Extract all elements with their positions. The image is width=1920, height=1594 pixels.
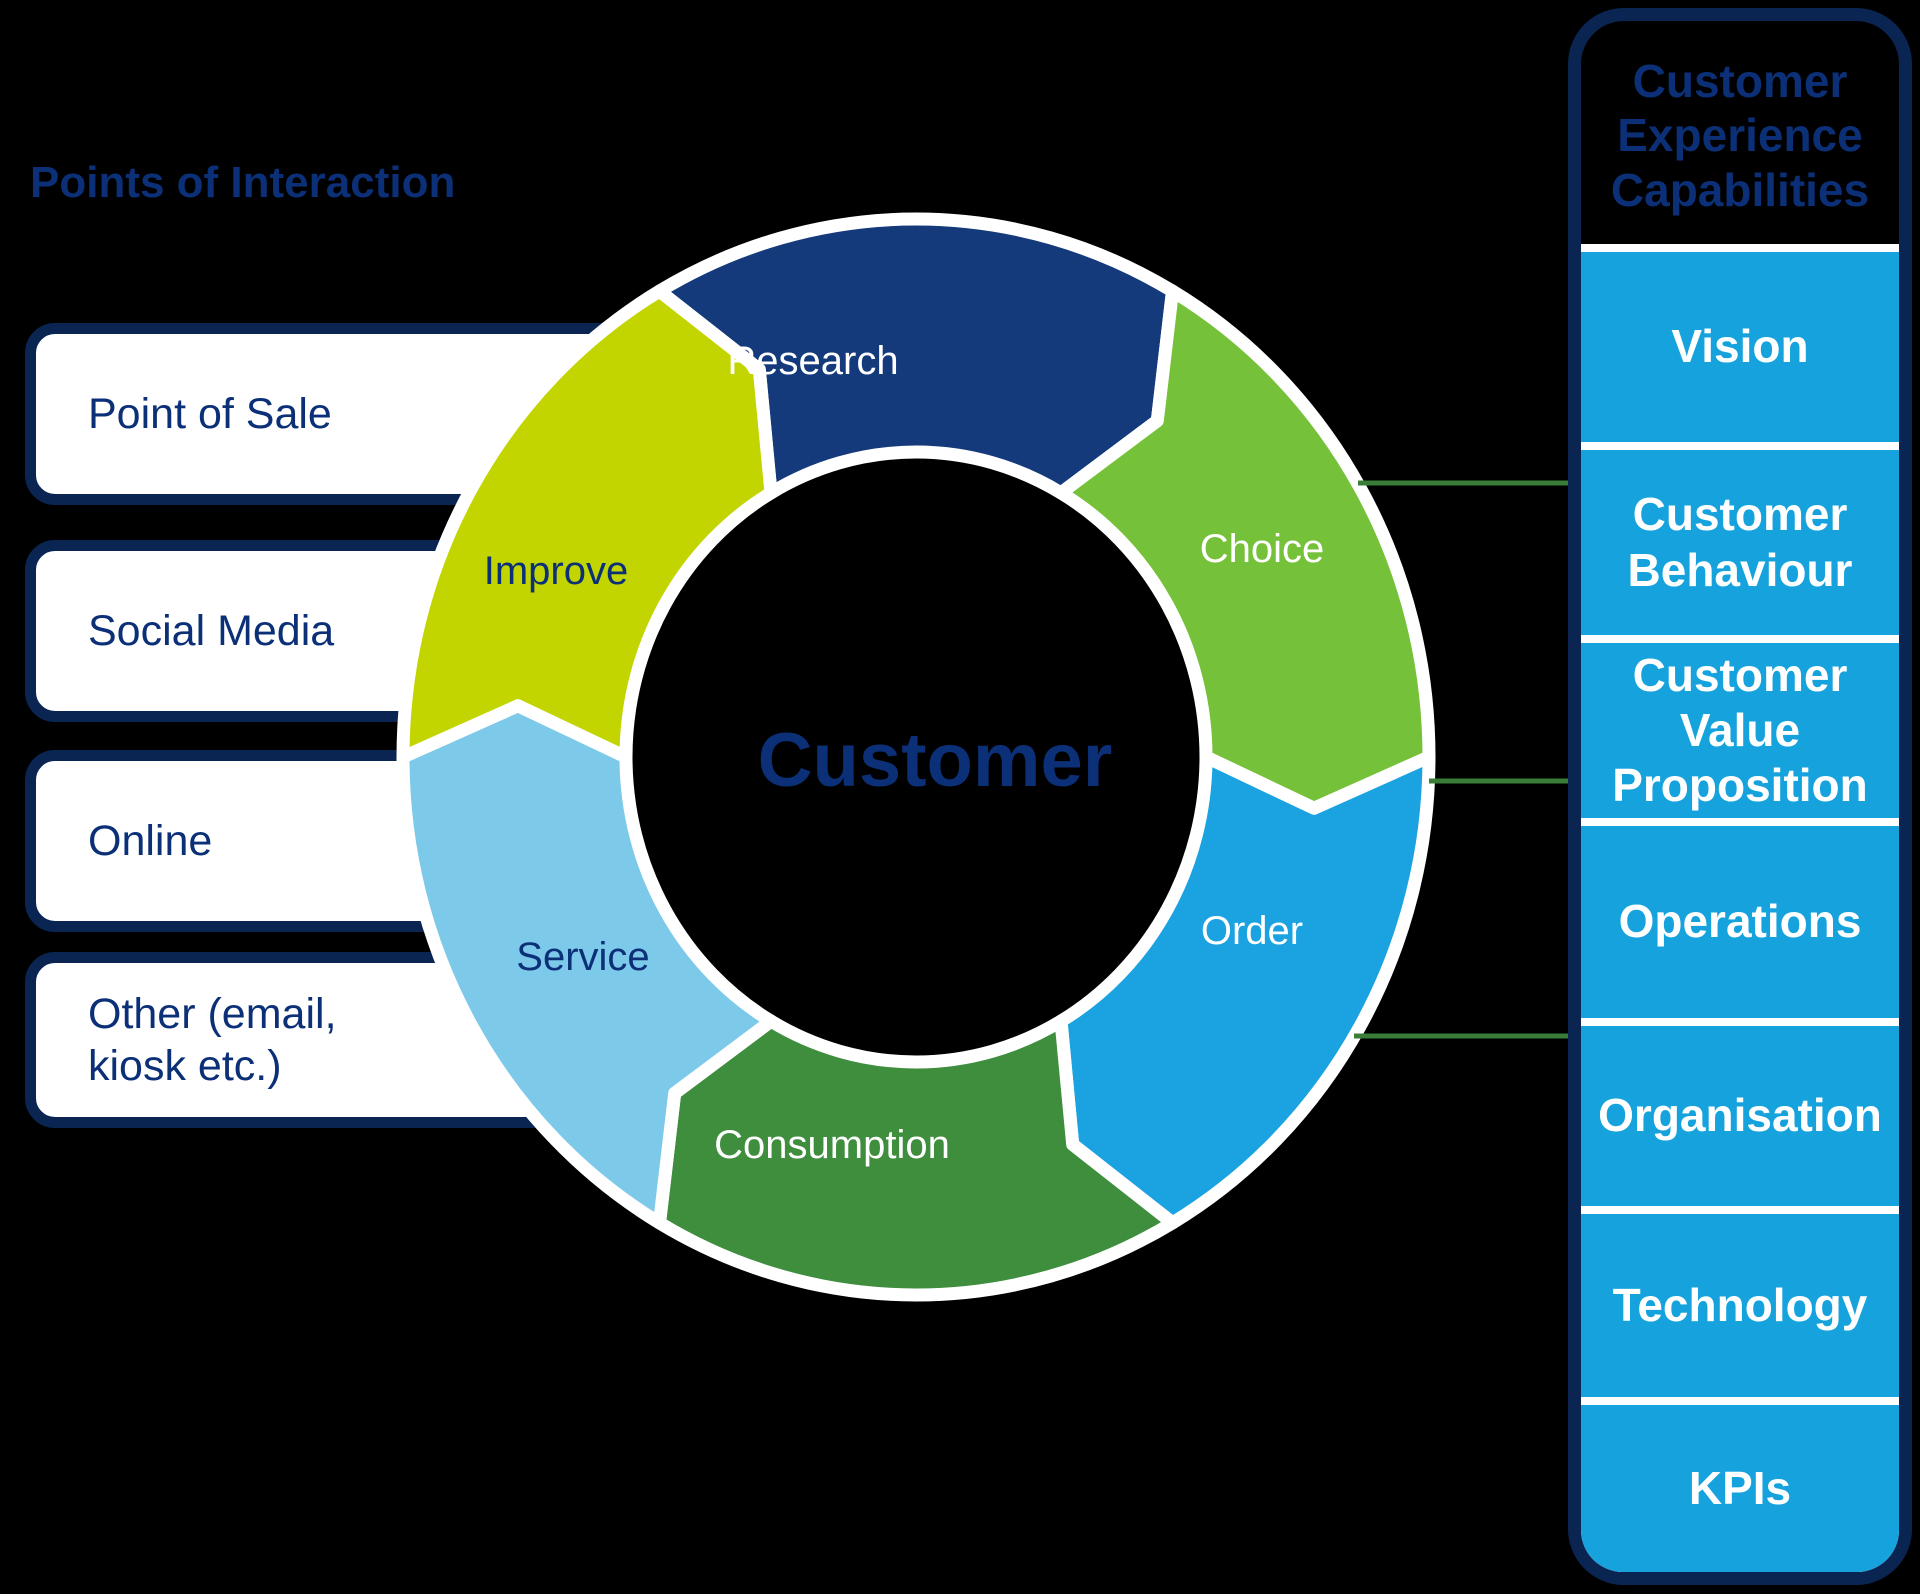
capability-technology: Technology [1581, 1214, 1899, 1397]
capability-vision: Vision [1581, 252, 1899, 442]
wheel-segment-label-research: Research [727, 339, 898, 383]
wheel-segment-label-service: Service [516, 935, 649, 979]
wheel-segment-label-improve: Improve [484, 549, 629, 593]
capability-organisation: Organisation [1581, 1026, 1899, 1206]
poi-label: Online [88, 816, 213, 865]
capabilities-panel-header: Customer Experience Capabilities [1610, 55, 1870, 216]
wheel-segment-label-order: Order [1201, 909, 1303, 953]
poi-label: Social Media [88, 606, 335, 655]
wheel-segment-improve [396, 284, 778, 764]
capability-customer-behaviour: Customer Behaviour [1581, 450, 1899, 635]
wheel-segment-research [653, 212, 1179, 500]
capability-operations: Operations [1581, 826, 1899, 1018]
wheel-center-label: Customer [758, 718, 1113, 803]
wheel-segment-label-choice: Choice [1200, 527, 1325, 571]
capabilities-items: Vision Customer Behaviour Customer Value… [1581, 244, 1899, 1572]
capability-customer-value-proposition: Customer Value Proposition [1581, 643, 1899, 818]
page-title: Points of Interaction [30, 158, 456, 207]
capabilities-panel: Customer Experience Capabilities Vision … [1568, 8, 1912, 1585]
wheel-segment-consumption [653, 1014, 1179, 1302]
wheel-segment-service [396, 699, 778, 1230]
poi-label: Other (email, kiosk etc.) [88, 989, 337, 1090]
wheel-segment-label-consumption: Consumption [714, 1123, 950, 1167]
poi-label: Point of Sale [88, 389, 332, 438]
wheel-segment-choice [1054, 284, 1436, 815]
wheel-segment-order [1054, 750, 1436, 1230]
capability-kpis: KPIs [1581, 1405, 1899, 1572]
